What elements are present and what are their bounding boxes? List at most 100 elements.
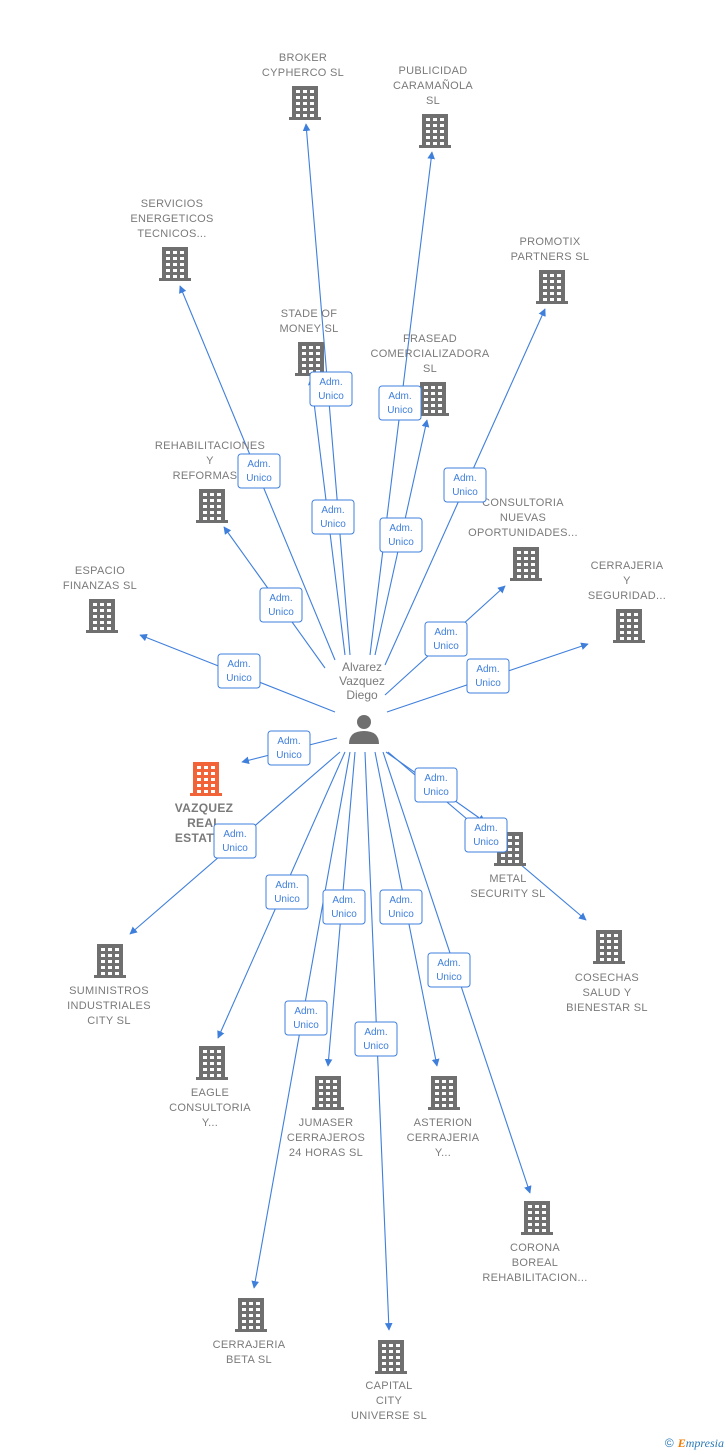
relation-label-line: Adm.	[476, 664, 499, 675]
relation-label-box[interactable]: Adm.Unico	[309, 371, 353, 407]
company-name-line: ENERGETICOS	[130, 213, 213, 225]
company-name[interactable]: METAL SECURITY SL	[470, 873, 545, 900]
company-name-line: CAPITAL	[365, 1380, 412, 1392]
relation-label-box[interactable]: Adm.Unico	[379, 889, 423, 925]
relation-label-text: Adm.Unico	[388, 895, 414, 920]
relation-label-line: Unico	[475, 678, 501, 689]
relation-label-line: Adm.	[434, 627, 457, 638]
company-name-line: SECURITY SL	[470, 888, 545, 900]
relation-label-box[interactable]: Adm.Unico	[427, 952, 471, 988]
company-name-line: PARTNERS SL	[511, 251, 590, 263]
relation-label-box[interactable]: Adm. Unico	[284, 1000, 328, 1036]
relation-label-box[interactable]: Adm.Unico	[311, 499, 355, 535]
relation-label-line: Unico	[436, 972, 462, 983]
company-name-line: OPORTUNIDADES...	[468, 527, 578, 539]
relation-label-text: Adm.Unico	[433, 627, 459, 652]
relation-label-box[interactable]: Adm.Unico	[414, 767, 458, 803]
building-icon	[190, 762, 222, 796]
person-name-line: Vazquez	[339, 674, 385, 688]
relation-label-line: Adm.	[389, 523, 412, 534]
relation-label-box[interactable]: Adm.Unico	[443, 467, 487, 503]
relation-label-box[interactable]: Adm.Unico	[265, 874, 309, 910]
relation-label-line: Unico	[331, 909, 357, 920]
person-name-line: Alvarez	[342, 660, 382, 674]
relation-label-line: Adm.	[275, 880, 298, 891]
relation-label-box[interactable]: Adm.Unico	[213, 823, 257, 859]
relation-label-line: Unico	[293, 1020, 319, 1031]
relation-label-line: Unico	[222, 843, 248, 854]
relation-label-line: Unico	[473, 837, 499, 848]
relation-label-box[interactable]: Adm. Unico	[466, 658, 510, 694]
relation-label-box[interactable]: Adm.Unico	[424, 621, 468, 657]
relation-label-line: Unico	[423, 787, 449, 798]
company-name-line: METAL	[489, 873, 526, 885]
relation-label-box[interactable]: Adm.Unico	[464, 817, 508, 853]
company-name-line: JUMASER	[299, 1117, 354, 1129]
building-icon	[196, 489, 228, 523]
company-name-line: ASTERION	[414, 1117, 473, 1129]
building-icon	[417, 382, 449, 416]
company-name-line: UNIVERSE SL	[351, 1410, 427, 1422]
relation-label-box[interactable]: Adm.Unico	[267, 730, 311, 766]
relation-label-text: Adm.Unico	[276, 736, 302, 761]
relation-label-box[interactable]: Adm.Unico	[259, 587, 303, 623]
building-icon	[159, 247, 191, 281]
building-icon	[521, 1201, 553, 1235]
relation-label-box[interactable]: Adm.Unico	[354, 1021, 398, 1057]
relation-label-box[interactable]: Adm.Unico	[378, 385, 422, 421]
relation-label-box[interactable]: Adm.Unico	[237, 453, 281, 489]
relation-label-box[interactable]: Adm.Unico	[322, 889, 366, 925]
relation-label-text: Adm.Unico	[388, 523, 414, 548]
relation-label-line: Adm.	[294, 1006, 317, 1017]
company-name-line: CORONA	[510, 1242, 560, 1254]
relation-label-box[interactable]: Adm.Unico	[379, 517, 423, 553]
company-name-line: BIENESTAR SL	[566, 1002, 648, 1014]
company-name-line: SERVICIOS	[141, 198, 203, 210]
company-name-line: SL	[423, 363, 437, 375]
relation-label-box[interactable]: Adm.Unico	[217, 653, 261, 689]
relation-label-text: Adm.Unico	[452, 473, 478, 498]
relation-label-text: Adm.Unico	[423, 773, 449, 798]
footer-brand[interactable]: ©Empresia	[665, 1436, 724, 1451]
building-icon	[312, 1076, 344, 1110]
